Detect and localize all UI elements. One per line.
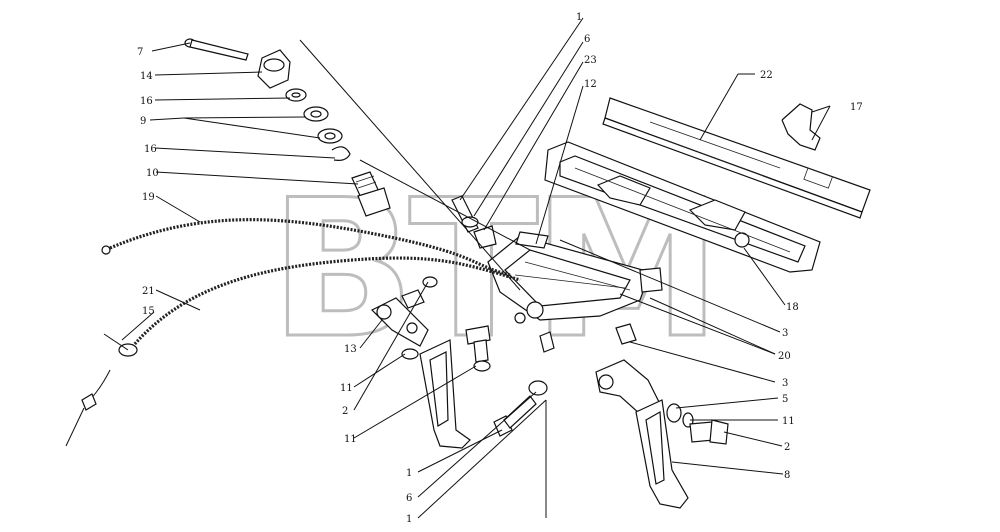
- lever-mechanism: [487, 231, 663, 324]
- callout-23: 23: [584, 55, 597, 66]
- callout-1b: 1: [406, 514, 412, 525]
- callout-5: 5: [782, 394, 788, 405]
- left-bracket: [370, 276, 438, 360]
- callout-11c: 11: [782, 416, 795, 427]
- callout-20: 20: [778, 351, 791, 362]
- washer-stack: [285, 88, 351, 161]
- right-bracket: [595, 359, 694, 428]
- callout-8: 8: [784, 470, 790, 481]
- callout-16: 16: [140, 96, 153, 107]
- castle-nut: [257, 49, 291, 89]
- callout-6: 6: [406, 493, 412, 504]
- cable-19: [101, 218, 511, 277]
- top-screw-assembly: [451, 195, 497, 249]
- cable-21: [65, 256, 521, 447]
- callout-11: 11: [340, 383, 353, 394]
- callout-10: 10: [146, 168, 159, 179]
- callout-2: 2: [342, 406, 348, 417]
- callout-16b: 16: [144, 144, 157, 155]
- pivot-bolt: [351, 171, 391, 217]
- leader-lines: [121, 17, 831, 519]
- callout-22: 22: [760, 70, 773, 81]
- callout-12: 12: [584, 79, 597, 90]
- center-pin: [539, 323, 637, 353]
- callout-18: 18: [786, 302, 799, 313]
- callout-labels: 7 14 16 9 16 10 19 21 15 13 11 2 11 1 6 …: [137, 34, 863, 525]
- callout-2b: 2: [784, 442, 790, 453]
- callout-1: 1: [406, 468, 412, 479]
- callout-15: 15: [142, 306, 155, 317]
- housing-frame: [544, 141, 821, 273]
- left-pedal-lever: [419, 339, 471, 449]
- left-bolt: [465, 325, 491, 372]
- callout-14: 14: [140, 71, 153, 82]
- callout-1-top: 1: [576, 12, 582, 23]
- callout-7: 7: [137, 47, 143, 58]
- callout-19: 19: [142, 192, 155, 203]
- callout-3: 3: [782, 328, 788, 339]
- callout-11b: 11: [344, 434, 357, 445]
- right-pedal-lever: [635, 399, 689, 509]
- callout-9: 9: [140, 116, 146, 127]
- callout-6b: 6: [584, 34, 590, 45]
- callout-17: 17: [850, 102, 863, 113]
- right-bolt: [689, 419, 729, 445]
- cover-plate: [602, 97, 871, 219]
- lower-bolt: [493, 380, 548, 437]
- callout-3b: 3: [782, 378, 788, 389]
- cotter-pin: [184, 38, 249, 61]
- callout-21: 21: [142, 286, 155, 297]
- clip-bracket: [781, 103, 821, 151]
- callout-13: 13: [344, 344, 357, 355]
